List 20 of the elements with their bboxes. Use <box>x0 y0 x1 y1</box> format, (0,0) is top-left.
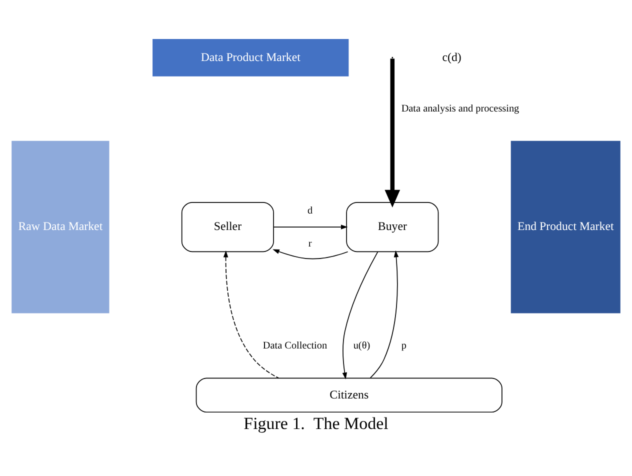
node-box: Seller <box>181 201 274 252</box>
caption: Figure 1. The Model <box>244 414 388 433</box>
arrow <box>370 250 399 378</box>
node-box: Raw Data Market <box>12 140 110 313</box>
edge-label: d <box>308 205 313 216</box>
edge-label: p <box>401 340 406 352</box>
arrow <box>342 251 378 379</box>
node-box: Citizens <box>196 377 502 412</box>
arrow <box>384 58 400 207</box>
arrow <box>273 224 348 229</box>
edge-label: Data analysis and processing <box>401 103 520 114</box>
node-box: End Product Market <box>510 140 620 313</box>
node-box: Data Product Market <box>152 38 349 76</box>
edge-label: u(θ) <box>353 340 370 352</box>
node-box: Buyer <box>346 201 439 252</box>
edge-label: r <box>308 238 312 250</box>
arrow <box>272 248 348 259</box>
edge-label: Data Collection <box>262 340 328 352</box>
label: c(d) <box>442 49 462 64</box>
arrow <box>223 250 280 378</box>
